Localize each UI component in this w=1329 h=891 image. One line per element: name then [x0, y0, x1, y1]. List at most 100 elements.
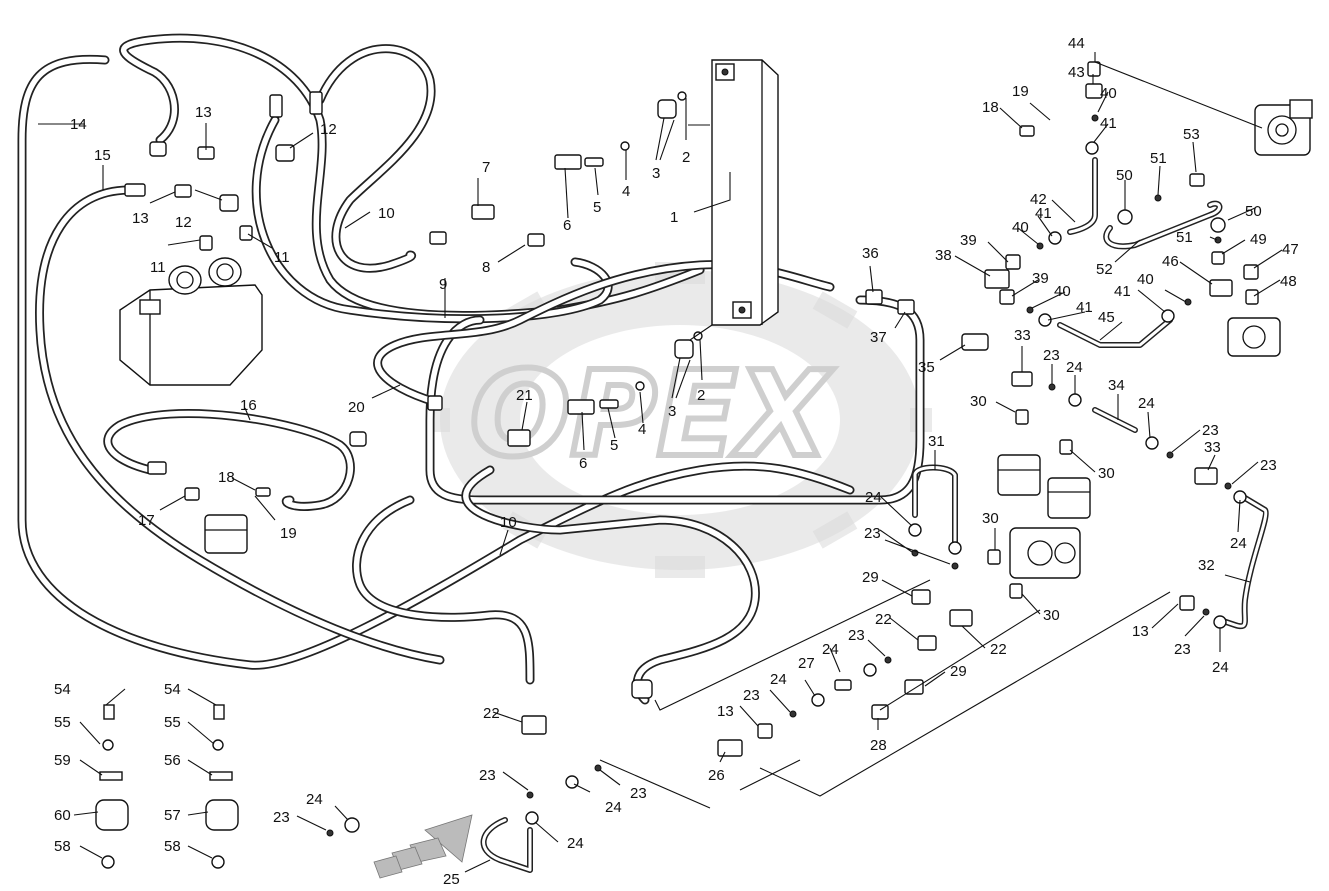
- pipe-45: [1057, 317, 1173, 348]
- fitting-20-end: [427, 395, 443, 411]
- fitting-13d: [757, 723, 773, 739]
- fitting-28: [871, 704, 889, 720]
- hose-14: [17, 54, 855, 670]
- callout-33-upper: 33: [1014, 327, 1031, 344]
- callout-47: 47: [1282, 241, 1299, 258]
- fitting-2b: [693, 331, 703, 341]
- hose-10-upper: [315, 44, 436, 273]
- callout-15: 15: [94, 147, 111, 164]
- callout-30-a: 30: [970, 393, 987, 410]
- seal-40c: [1026, 306, 1034, 314]
- fitting-13b: [174, 184, 192, 198]
- fitting-elbow-15: [124, 183, 146, 197]
- nut-41a: [1085, 141, 1099, 155]
- callout-38: 38: [935, 247, 952, 264]
- fitting-hose-end-top2: [309, 91, 323, 115]
- hose-frame-loop: [425, 295, 925, 505]
- callout-23-f: 23: [848, 627, 865, 644]
- callout-24-j: 24: [306, 791, 323, 808]
- callout-42: 42: [1030, 191, 1047, 208]
- fitting-27: [834, 679, 852, 691]
- fitting-11a: [199, 235, 213, 251]
- pump-left: [119, 257, 263, 386]
- callout-6-upper: 6: [563, 217, 571, 234]
- callout-1: 1: [670, 209, 678, 226]
- callout-23-b: 23: [1202, 422, 1219, 439]
- valve-block-30b: [1047, 477, 1091, 519]
- leader-lines: [38, 52, 1283, 873]
- fitting-37: [897, 299, 915, 315]
- callout-43: 43: [1068, 64, 1085, 81]
- seal-23k: [326, 829, 334, 837]
- callout-49: 49: [1250, 231, 1267, 248]
- callout-3-upper: 3: [652, 165, 660, 182]
- seal-40b: [1036, 242, 1044, 250]
- fitting-8b: [527, 233, 545, 247]
- callout-11-right: 11: [274, 249, 290, 266]
- hose-10-lower: [352, 495, 535, 685]
- fitting-16-end: [147, 461, 167, 475]
- nut-24f: [948, 541, 962, 555]
- callout-24-g: 24: [770, 671, 787, 688]
- fitting-33b-tee: [1194, 467, 1218, 485]
- valve-block-17: [204, 514, 248, 554]
- callout-23-c: 23: [1260, 457, 1277, 474]
- callout-16: 16: [240, 397, 257, 414]
- callout-23-j: 23: [273, 809, 290, 826]
- pipe-31: [912, 464, 958, 548]
- callout-54-right: 54: [164, 681, 181, 698]
- pump-top-right: [1254, 99, 1313, 156]
- callout-26: 26: [708, 767, 725, 784]
- callout-40-top: 40: [1100, 85, 1117, 102]
- callout-33-lower: 33: [1204, 439, 1221, 456]
- direction-arrow: [373, 814, 473, 879]
- seal-23i: [594, 764, 602, 772]
- nut-41c: [1038, 313, 1052, 327]
- fitting-22c-tee: [521, 715, 547, 735]
- callout-19-left: 19: [280, 525, 297, 542]
- callout-8: 8: [482, 259, 490, 276]
- nut-24g: [863, 663, 877, 677]
- callout-29-left: 29: [862, 569, 879, 586]
- fitting-elbow-16: [349, 431, 367, 447]
- callout-5-lower: 5: [610, 437, 618, 454]
- fitting-5b: [599, 399, 619, 409]
- pipe-25: [480, 817, 533, 873]
- fitting-5a: [584, 157, 604, 167]
- motor-30: [1009, 527, 1081, 579]
- callout-41-right: 41: [1114, 283, 1131, 300]
- callout-7: 7: [482, 159, 490, 176]
- callout-2-upper: 2: [682, 149, 690, 166]
- callout-30-d: 30: [1043, 607, 1060, 624]
- callout-35: 35: [918, 359, 935, 376]
- fitting-8a: [429, 231, 447, 245]
- fitting-elbow-left-top: [149, 141, 167, 157]
- callout-24-d: 24: [1212, 659, 1229, 676]
- callout-14: 14: [70, 116, 87, 133]
- seal-23f: [951, 562, 959, 570]
- watermark: OPEX: [428, 262, 932, 578]
- callout-48: 48: [1280, 273, 1297, 290]
- pipe-32: [1217, 492, 1269, 630]
- fitting-22a-tee: [949, 609, 973, 627]
- callout-40-right: 40: [1137, 271, 1154, 288]
- callout-22-mid: 22: [875, 611, 892, 628]
- fitting-hose-end-top: [269, 94, 283, 118]
- nut-24b: [1145, 436, 1159, 450]
- fitting-elbow-10: [631, 679, 653, 699]
- fitting-48: [1245, 289, 1259, 305]
- valve-block-30a: [997, 454, 1041, 496]
- callout-55-left: 55: [54, 714, 71, 731]
- nut-41d: [1161, 309, 1175, 323]
- callout-13-right: 13: [1132, 623, 1149, 640]
- seal-23d: [1202, 608, 1210, 616]
- callout-30-b: 30: [1098, 465, 1115, 482]
- callout-24-i: 24: [567, 835, 584, 852]
- callout-52: 52: [1096, 261, 1113, 278]
- fitting-6a: [554, 154, 582, 170]
- fitting-3a: [657, 99, 677, 119]
- callout-41-mid: 41: [1035, 205, 1052, 222]
- hose-15: [35, 185, 445, 665]
- callout-30-c: 30: [982, 510, 999, 527]
- fitting-36: [865, 289, 883, 305]
